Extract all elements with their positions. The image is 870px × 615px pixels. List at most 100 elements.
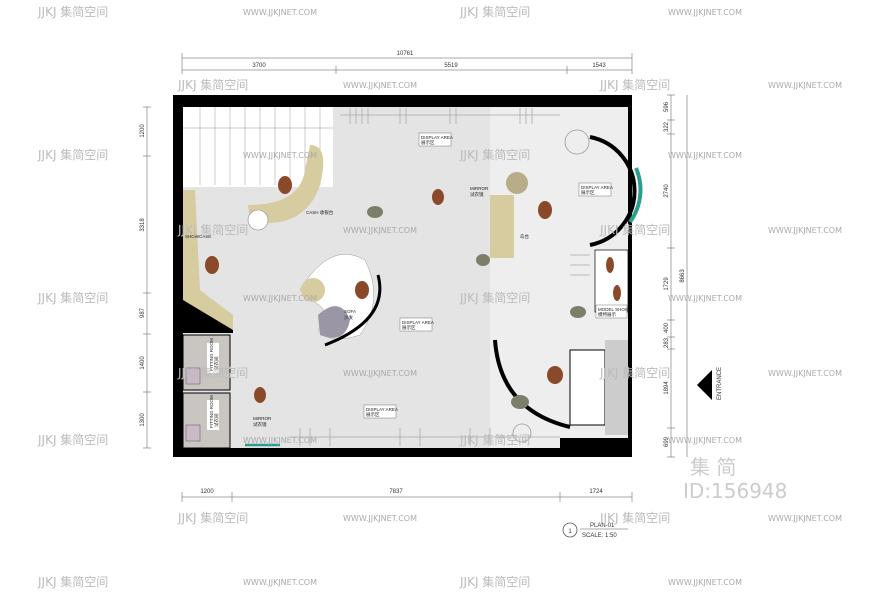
watermark-url: WWW.JJKJNET.COM	[343, 81, 417, 90]
svg-text:DISPLAY AREA: DISPLAY AREA	[421, 135, 453, 140]
dim-right: 699	[664, 436, 670, 447]
dim-top: 5519	[444, 63, 458, 69]
watermark-url: WWW.JJKJNET.COM	[668, 578, 742, 587]
curved-wall-top	[589, 135, 637, 247]
people-figures	[205, 176, 621, 403]
dim-right: 400	[664, 322, 670, 333]
plan-number: 1	[568, 529, 572, 535]
watermark-url: WWW.JJKJNET.COM	[768, 226, 842, 235]
plan-title: PLAN-01	[590, 523, 615, 529]
svg-text:展示区: 展示区	[581, 190, 595, 196]
dim-right-total: 8663	[680, 269, 686, 283]
watermark-url: WWW.JJKJNET.COM	[343, 514, 417, 523]
watermark-url: WWW.JJKJNET.COM	[768, 81, 842, 90]
wall-bottom-right	[560, 438, 628, 448]
svg-text:DISPLAY AREA: DISPLAY AREA	[402, 320, 434, 325]
sofa-label-cn: 沙发	[344, 314, 353, 321]
watermark-url: WWW.JJKJNET.COM	[668, 436, 742, 445]
showcase-counter	[183, 190, 233, 330]
dim-left: 3318	[140, 218, 146, 232]
watermark-chars: 集 简	[690, 455, 736, 479]
watermark-brand: JJKJ 集简空间	[459, 4, 530, 19]
svg-text:展示区: 展示区	[366, 412, 380, 418]
dim-right: 1894	[664, 381, 670, 395]
watermark-url: WWW.JJKJNET.COM	[668, 294, 742, 303]
dim-right: 2740	[664, 184, 670, 198]
fitting-room-label: FITTING ROOM	[209, 338, 214, 371]
model-show-label: MODEL SHOW	[598, 307, 630, 312]
stair-treads	[183, 107, 333, 185]
cash-counter	[248, 145, 324, 224]
watermark-brand: JJKJ 集简空间	[177, 510, 248, 525]
dim-bottom: 7837	[389, 489, 403, 495]
entrance-vestibule	[569, 349, 606, 426]
curved-glass	[628, 167, 643, 224]
entrance-arrow-icon	[697, 370, 712, 400]
watermark-brand: JJKJ 集简空间	[37, 290, 108, 305]
fitting-label-box	[207, 343, 219, 373]
cash-label: CASH 收银台	[306, 209, 334, 216]
dim-left: 1400	[140, 356, 146, 370]
svg-text:展示区: 展示区	[402, 325, 416, 331]
dim-bottom: 1200	[200, 489, 214, 495]
dim-left: 1200	[140, 124, 146, 138]
svg-text:DISPLAY AREA: DISPLAY AREA	[581, 185, 613, 190]
plan-number-circle	[562, 522, 578, 538]
watermark-url: WWW.JJKJNET.COM	[768, 514, 842, 523]
svg-text:DISPLAY AREA: DISPLAY AREA	[366, 407, 398, 412]
dim-top: 3700	[252, 63, 266, 69]
watermark-brand: JJKJ 集简空间	[37, 147, 108, 162]
hanging-racks	[290, 108, 590, 446]
side-table	[301, 278, 325, 302]
watermark-brand: JJKJ 集简空间	[37, 4, 108, 19]
watermark-brand: JJKJ 集简空间	[459, 574, 530, 589]
fitting-room-label-cn: 试衣间	[213, 356, 220, 370]
watermark-url: WWW.JJKJNET.COM	[243, 8, 317, 17]
dim-left: 1300	[140, 413, 146, 427]
rug-round	[247, 209, 269, 231]
round-table	[506, 172, 528, 194]
dim-right: 322	[664, 121, 670, 132]
fitting-room-label-cn: 试衣间	[213, 413, 220, 427]
dim-top: 1543	[592, 63, 606, 69]
wall-segment	[183, 300, 233, 333]
entrance-label: ENTRANCE	[717, 367, 723, 400]
mirror-label-cn: 试衣镜	[253, 421, 267, 428]
entrance-panel	[605, 340, 628, 435]
plan-scale: SCALE: 1:50	[582, 533, 617, 539]
fitting-room-label: FITTING ROOM	[209, 395, 214, 428]
watermark-url: WWW.JJKJNET.COM	[668, 151, 742, 160]
watermark-brand: JJKJ 集简空间	[37, 574, 108, 589]
mirror-label: MIRROR	[253, 416, 272, 421]
mirror-label: MIRROR	[470, 186, 489, 191]
island-label: 岛台	[520, 233, 529, 240]
dim-right: 283	[664, 337, 670, 348]
dimension-lines	[143, 53, 688, 502]
dim-left: 987	[140, 307, 146, 318]
watermark-brand: JJKJ 集简空间	[177, 77, 248, 92]
fitting-seat	[185, 424, 201, 442]
watermark-id: ID:156948	[683, 479, 787, 503]
model-show-label-cn: 模特展示	[598, 311, 616, 318]
svg-text:展示区: 展示区	[421, 140, 435, 146]
dim-right: 1729	[664, 277, 670, 291]
plant-decor	[564, 129, 590, 155]
sofa	[318, 306, 350, 338]
watermark-url: WWW.JJKJNET.COM	[243, 578, 317, 587]
curved-rack	[324, 274, 382, 347]
watermark-url: WWW.JJKJNET.COM	[768, 369, 842, 378]
showcase-label: SHOWCASE	[185, 234, 211, 239]
plants	[367, 206, 586, 409]
dim-bottom: 1724	[589, 489, 603, 495]
fitting-seat	[185, 367, 201, 385]
model-show-box	[595, 304, 628, 319]
sofa-label: SOFA	[344, 309, 356, 314]
dim-top-total: 10761	[397, 51, 414, 57]
island-table	[490, 195, 514, 258]
watermark-brand: JJKJ 集简空间	[599, 77, 670, 92]
